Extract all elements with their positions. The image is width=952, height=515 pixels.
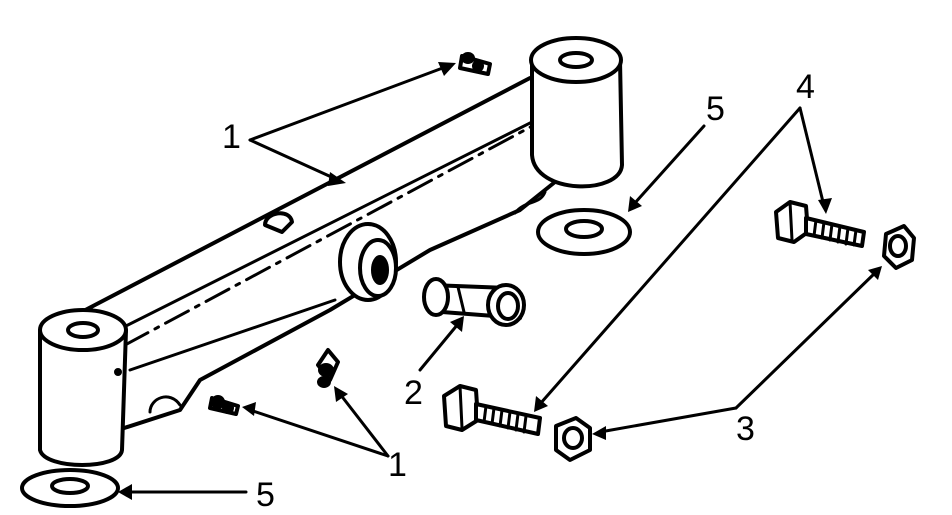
grease-fitting-top [458, 52, 492, 76]
bushing [422, 277, 526, 327]
washer-bottom [20, 468, 120, 508]
callout-5-bottom: 5 [256, 476, 275, 514]
callout-2: 2 [404, 374, 423, 412]
leader-4 [534, 106, 832, 412]
leader-5-top [628, 124, 706, 212]
leader-2 [418, 316, 464, 372]
callout-1-bottom: 1 [388, 446, 407, 484]
leader-1-bottom [242, 386, 390, 458]
leader-3 [592, 266, 882, 440]
bolt-lower [442, 384, 542, 436]
bolt-upper [774, 200, 866, 248]
washer-right [536, 208, 632, 256]
nut-lower [554, 416, 592, 462]
control-arm [38, 36, 624, 467]
grease-fitting-bottom-left [208, 395, 240, 416]
grease-fitting-bottom-center [316, 348, 340, 388]
callout-3: 3 [736, 410, 755, 448]
nut-upper [882, 224, 916, 270]
leader-1-top [248, 62, 456, 186]
callout-4: 4 [796, 68, 815, 106]
callout-5-top: 5 [706, 90, 725, 128]
callout-1-top: 1 [222, 118, 241, 156]
leader-5-bottom [118, 484, 248, 500]
